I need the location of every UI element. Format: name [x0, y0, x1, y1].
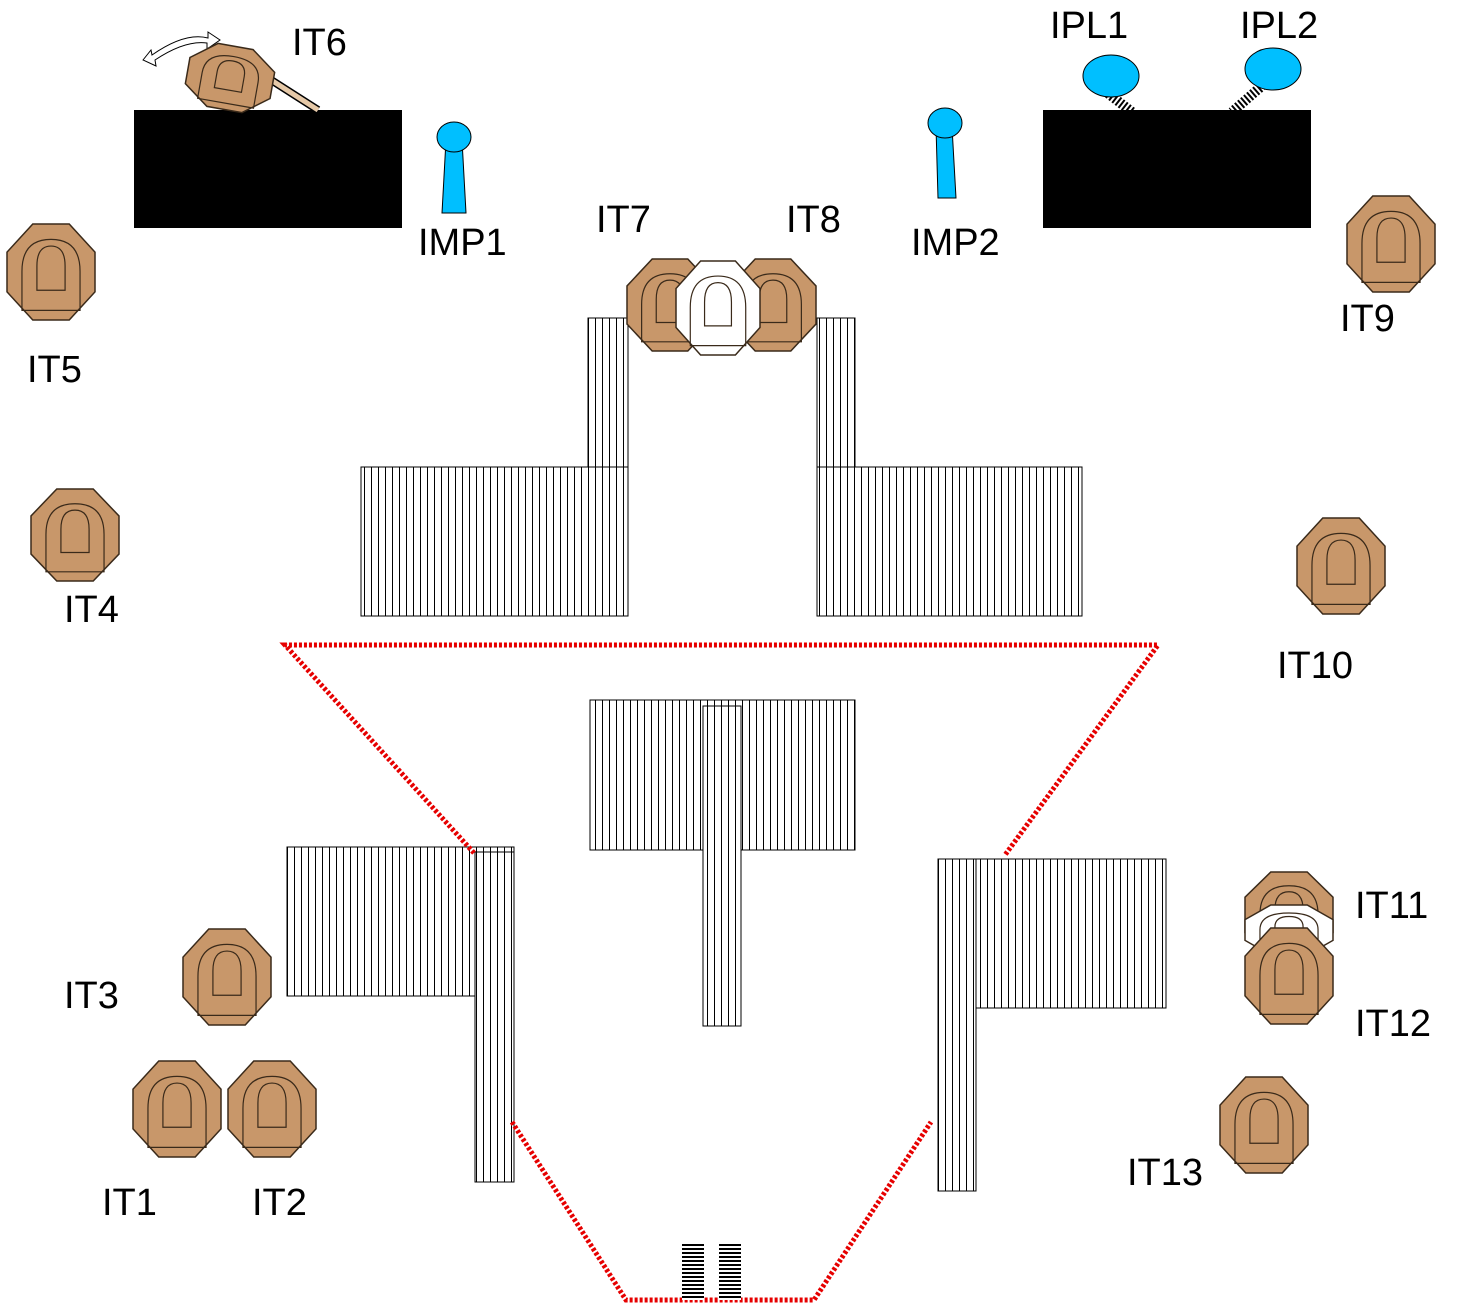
- label-it11: IT11: [1355, 885, 1428, 927]
- barrel-upper-right-block: [816, 466, 1083, 617]
- popper-imp1: [436, 121, 472, 214]
- label-it7: IT7: [596, 199, 651, 241]
- wall-right: [1043, 110, 1311, 228]
- target-it4: [30, 488, 120, 582]
- label-it9: IT9: [1340, 298, 1395, 340]
- target-it9: [1346, 195, 1436, 293]
- plate-ipl1: [1082, 54, 1140, 116]
- swing-arrow-icon: [142, 31, 221, 67]
- label-ipl2: IPL2: [1240, 5, 1318, 47]
- swinger-arm-inner: [266, 75, 320, 113]
- label-it4: IT4: [64, 589, 119, 631]
- label-it6: IT6: [292, 22, 347, 64]
- wall-left: [134, 110, 402, 228]
- target-it1: [132, 1060, 222, 1158]
- label-it10: IT10: [1277, 645, 1353, 687]
- target-it7-8-no-shoot: [675, 260, 761, 356]
- label-it1: IT1: [102, 1182, 157, 1224]
- label-imp2: IMP2: [911, 222, 1000, 264]
- target-it3: [182, 928, 272, 1026]
- label-it2: IT2: [252, 1182, 307, 1224]
- label-it13: IT13: [1127, 1152, 1203, 1194]
- label-it5: IT5: [27, 349, 82, 391]
- target-it13: [1219, 1076, 1309, 1174]
- popper-imp2: [927, 107, 963, 199]
- label-it3: IT3: [64, 975, 119, 1017]
- start-marker-right: [719, 1244, 741, 1300]
- target-it2: [227, 1060, 317, 1158]
- target-it10: [1296, 517, 1386, 615]
- start-marker-left: [682, 1244, 704, 1300]
- barrel-center-post: [702, 705, 742, 1027]
- target-it12: [1244, 927, 1334, 1025]
- target-it6: [184, 42, 276, 114]
- plate-ipl2: [1228, 47, 1302, 116]
- label-imp1: IMP1: [418, 222, 507, 264]
- target-it5: [6, 223, 96, 321]
- barrel-upper-left-block: [360, 466, 629, 617]
- barrel-upper-left-post: [587, 317, 629, 469]
- label-it8: IT8: [786, 199, 841, 241]
- label-it12: IT12: [1355, 1003, 1431, 1045]
- barrel-lower-right-post: [937, 858, 977, 1192]
- barrel-lower-left-post: [474, 851, 515, 1183]
- label-ipl1: IPL1: [1050, 5, 1128, 47]
- barrel-upper-right-post: [816, 317, 856, 469]
